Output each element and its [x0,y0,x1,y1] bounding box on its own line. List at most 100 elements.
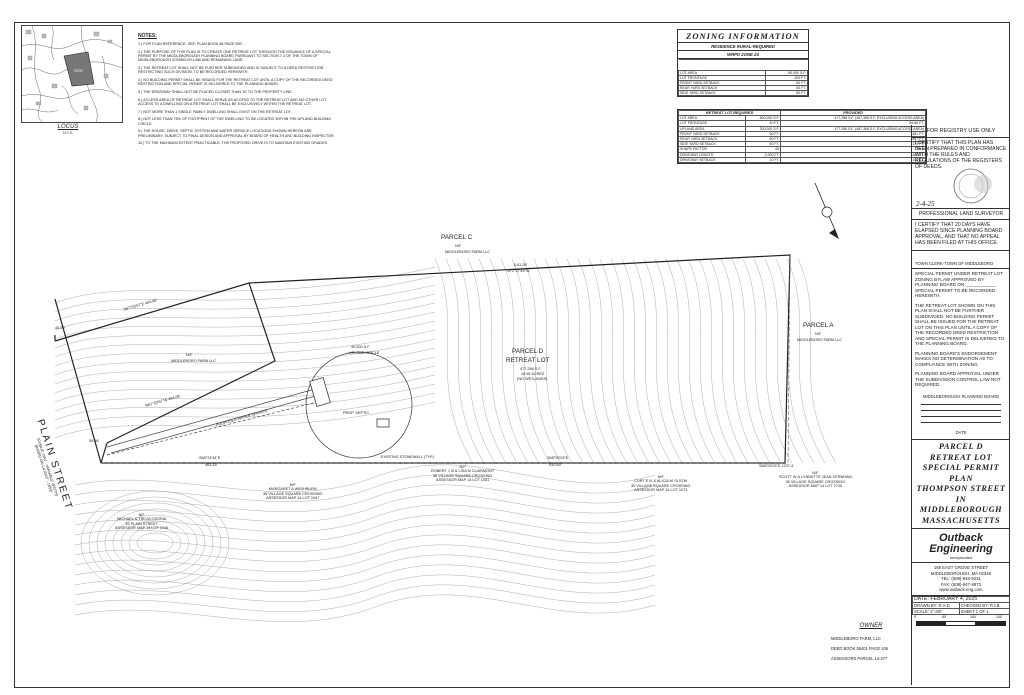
bottom-bearing-1: S68°05'03"E [547,456,569,460]
title-line-1: PARCEL D [938,442,984,451]
contour-line [742,258,782,464]
zoning-title: ZONING INFORMATION [678,30,808,43]
bottom-distance-2: 463.15' [205,463,218,467]
sheet-number: SHEET 1 OF 1 [958,607,1011,615]
contour-line [775,258,815,464]
zoning-district: RESIDENCE RURAL-REQUIRED [678,43,808,51]
abutter-cernham: N/F SCOTT W & LYNNETTE JEAN CERNHAM 26 V… [779,471,852,489]
signature-line [921,422,1001,423]
contour-line [136,532,174,554]
notes-heading: NOTES: [138,33,157,39]
parcel-d-sublabel: RETREAT LOT [506,357,550,364]
note-10: 10.) TO THE MAXIMUM EXTENT PRACTICABLE, … [138,141,329,146]
contour-line [676,258,716,464]
abutter-nf: N/F [459,465,466,469]
abutter-name: CURT E III & ALICIA M OLSON [634,479,688,484]
address-line: FAX: (508)-947-8873 [940,581,982,587]
left-distance: 45.00' [55,326,66,330]
locus-scale: N.T.S. [63,131,73,135]
left-parcel-owner: MIDDLEBORO FARM LLC [171,359,217,363]
scale-tick: 240' [996,614,1003,619]
abutter-address: 38 VILLAGE SQUARE CROSSING [432,473,493,478]
abutter-map: ASSESSOR MAP 14 LOT 1046 [115,526,169,531]
property-lines [54,254,791,464]
contour-line [74,474,656,502]
contour-line [544,258,584,464]
plan-title: PARCEL D RETREAT LOT SPECIAL PERMIT PLAN… [912,440,1010,529]
signed-date: 2-4-25 [916,200,935,208]
contour-line [687,258,727,464]
abutter-map: ASSESSOR MAP 14 LOT 1067 [266,496,320,501]
upland-area: 40,000 S.F. [351,345,371,349]
note-5: 5.) THE DRIVEWAY SHALL NOT BE PLACED CLO… [138,90,293,94]
title-line-4: THOMPSON STREET [916,484,1006,493]
contour-line [74,584,656,612]
contour-line [54,374,436,412]
abutter-address: 36 VILLAGE SQUARE CROSSING [263,491,323,496]
surveyor-title: PROFESSIONAL LAND SURVEYOR [912,209,1010,220]
plan-sheet: SITE LOCUS N.T.S. NOTES: 1.) FOR PLAN RE… [14,22,1011,688]
plan-meta-table: DATE: FEBRUARY 4, 2025 DRAWN BY: R.A.D.C… [912,595,1011,615]
locus-site-mark: SITE [74,68,83,73]
zoning-value: 200,000 S.F. [744,125,782,132]
company-logo: Outback Engineering Incorporated [912,529,1010,563]
contour-line [797,258,837,464]
title-line-6: MIDDLEBOROUGH [919,505,1003,514]
contour-line [621,258,661,464]
contour-line [478,258,518,464]
contour-line [698,258,738,464]
contour-line [489,258,529,464]
right-bearing: S68°05'03"E 1237.4' [759,464,794,468]
access-strip-line [100,442,108,464]
parcel-a-label: PARCEL A [803,322,834,329]
contour-line [764,258,804,464]
zoning-provided: 477,286 S.F. (467,368 S.F. EXCLUDING ACC… [780,115,926,122]
contour-line [74,544,656,572]
contour-line [467,258,507,464]
contour-line [533,258,573,464]
contour-line [709,258,749,464]
stonewall-label: EXISTING STONEWALL (TYP.) [381,455,435,459]
contour-line [54,338,436,376]
scale-bar-graphic [916,620,1006,626]
abutter-osoria: N/F MICHAEL & TRICIA OSORIA 83 PLAIN STR… [115,513,168,531]
note-1: 1.) FOR PLAN REFERENCE, SEE: PLAN BOOK 6… [138,42,243,46]
scale-tick: 80' [942,614,947,619]
contour-line [54,365,436,403]
bottom-bearing-2: S68°24'34"E [199,456,221,460]
contour-line [434,258,474,464]
contour-line [128,526,182,560]
zoning-provided: 477,286 S.F. (467,368 S.F. EXCLUDING ACC… [780,125,926,132]
contour-line [88,496,222,590]
abutter-nf: N/F [289,483,296,487]
clerk-cert-text: I CERTIFY THAT 20 DAYS HAVE ELAPSED SINC… [915,222,1003,246]
abutter-name: MARGARET A WASHBURN [268,487,317,492]
septic-label: PROP. SEPTIC [343,411,370,415]
provided-header: PROVIDED [780,109,926,117]
contour-line [54,392,436,430]
address-line: MIDDLEBOROUGH, MA 02346 [930,570,992,576]
title-line-2: RETREAT LOT [929,452,993,462]
special-permit-block: SPECIAL PERMIT UNDER RETREAT LOT ZONING … [912,269,1010,440]
parcel-c-label: PARCEL C [441,234,473,241]
parcel-a-nf: N/F [815,332,822,336]
contour-line [74,534,656,562]
north-arrow [814,182,839,239]
parcel-c-owner: MIDDLEBORO FARM LLC [445,250,491,254]
contour-line [720,258,760,464]
retreat-header: RETREAT LOT-REQUIRED [677,109,782,117]
locus-label: LOCUS [57,124,79,130]
parcel-d-area: 477,286 S.F. [520,367,542,371]
scale-tick: 160' [970,614,977,619]
owner-block: OWNER MIDDLEBORO FARM, LLC DEED BOOK 554… [831,623,911,664]
town-clerk-label: TOWN CLERK-TOWN OF MIDDLEBORO [912,251,1010,269]
contour-line [511,258,551,464]
zoning-table: ZONING INFORMATION RESIDENCE RURAL-REQUI… [677,29,809,97]
contour-line [74,594,656,622]
abutter-nf: N/F [657,475,664,479]
owner-deed: DEED BOOK 55401 PAGE 106 [831,646,889,651]
abutter-nf: N/F [812,471,819,475]
